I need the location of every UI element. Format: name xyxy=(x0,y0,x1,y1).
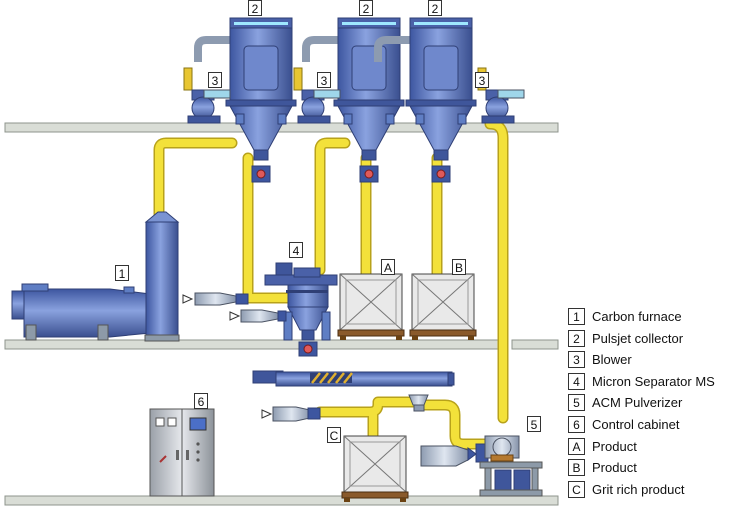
collector-left xyxy=(194,17,297,183)
legend-text: Carbon furnace xyxy=(592,309,682,324)
legend-key: C xyxy=(568,480,585,498)
legend-text: ACM Pulverizer xyxy=(592,395,683,411)
callout-collector-right: 2 xyxy=(428,0,442,16)
acm-pulverizer xyxy=(420,435,543,497)
legend-key: B xyxy=(568,459,585,477)
legend: 1 Carbon furnace 2 Pulsjet collector 3 Blower… xyxy=(568,306,740,500)
pulsjet-collectors xyxy=(194,17,477,183)
feeder-grit xyxy=(261,406,321,422)
control-cabinet xyxy=(149,408,215,497)
legend-item: 3 Blower xyxy=(568,349,740,369)
legend-item: 2 Pulsjet collector xyxy=(568,328,740,348)
legend-text: Blower xyxy=(592,352,632,368)
callout-product-a: A xyxy=(381,259,395,275)
screw-conveyor xyxy=(252,370,455,387)
blower-1 xyxy=(183,67,231,124)
collector-middle xyxy=(302,17,405,183)
callout-blower-mid: 3 xyxy=(317,72,331,88)
callout-product-b: B xyxy=(452,259,466,275)
callout-collector-mid: 2 xyxy=(359,0,373,16)
bin-product-a xyxy=(337,273,405,340)
feeder-lower xyxy=(229,309,287,323)
legend-item: B Product xyxy=(568,457,740,477)
bin-grit xyxy=(341,435,409,502)
callout-furnace: 1 xyxy=(115,265,129,281)
legend-text: Control cabinet xyxy=(592,416,680,432)
legend-item: 4 Micron Separator MS xyxy=(568,371,740,391)
legend-key: 5 xyxy=(568,394,585,412)
callout-grit: C xyxy=(327,427,341,443)
legend-key: 1 xyxy=(568,308,585,325)
legend-text: Micron Separator MS xyxy=(592,373,715,389)
callout-blower-right: 3 xyxy=(475,72,489,88)
bin-product-b xyxy=(409,273,477,340)
legend-item: 5 ACM Pulverizer xyxy=(568,392,740,412)
legend-key: 4 xyxy=(568,372,585,390)
legend-text: Pulsjet collector xyxy=(592,330,684,346)
callout-cabinet: 6 xyxy=(194,393,208,409)
callout-collector-left: 2 xyxy=(248,0,262,16)
feeder-upper xyxy=(182,292,249,306)
legend-text: Grit rich product xyxy=(592,481,685,497)
callout-pulverizer: 5 xyxy=(527,416,541,432)
legend-key: A xyxy=(568,437,585,455)
legend-item: 6 Control cabinet xyxy=(568,414,740,434)
collector-right xyxy=(374,17,477,183)
floor-bottom xyxy=(4,495,559,506)
small-cyclone xyxy=(408,394,429,412)
floor-middle xyxy=(4,339,559,350)
blower-2 xyxy=(293,67,341,124)
legend-item: A Product xyxy=(568,436,740,456)
legend-item: C Grit rich product xyxy=(568,479,740,499)
legend-text: Product xyxy=(592,438,637,454)
legend-key: 3 xyxy=(568,351,585,369)
product-bins xyxy=(337,273,477,502)
carbon-furnace xyxy=(11,211,180,342)
legend-key: 6 xyxy=(568,415,585,433)
legend-text: Product xyxy=(592,460,637,476)
callout-blower-left: 3 xyxy=(208,72,222,88)
yellow-ducting xyxy=(153,118,509,450)
legend-item: 1 Carbon furnace xyxy=(568,306,740,326)
legend-key: 2 xyxy=(568,329,585,347)
micron-separator xyxy=(264,262,338,357)
callout-separator: 4 xyxy=(289,242,303,258)
